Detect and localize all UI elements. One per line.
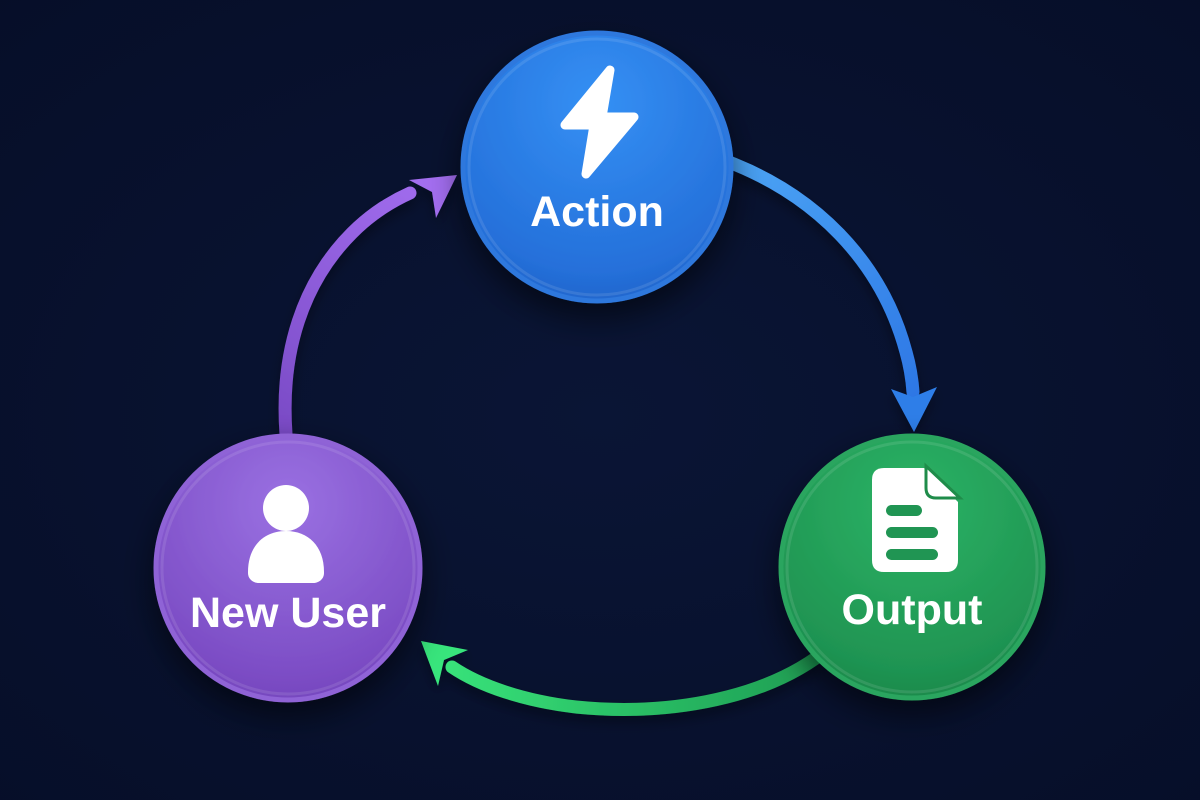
edge-new-user-to-action-line [278, 186, 417, 441]
document-icon [872, 462, 964, 572]
edge-output-to-new-user [421, 641, 823, 716]
edge-action-to-output [711, 151, 937, 432]
edge-new-user-to-action [278, 175, 457, 441]
person-icon [248, 485, 324, 583]
new-user-node-label: New User [190, 589, 386, 637]
action-node-label: Action [530, 188, 664, 236]
arrowhead-up-left-icon [421, 641, 468, 686]
node-new-user: New User [153, 433, 423, 703]
action-node-bevel [467, 37, 727, 297]
output-node-bevel [785, 440, 1039, 694]
node-action: Action [460, 30, 734, 304]
arrowhead-up-right-icon [409, 175, 457, 218]
edge-output-to-new-user-line [445, 651, 823, 716]
output-node-label: Output [842, 586, 983, 634]
node-output: Output [778, 433, 1046, 701]
lightning-bolt-icon [560, 65, 639, 179]
arrowhead-down-icon [891, 387, 937, 432]
new-user-node-bevel [160, 440, 416, 696]
edge-action-to-output-line [711, 151, 920, 399]
